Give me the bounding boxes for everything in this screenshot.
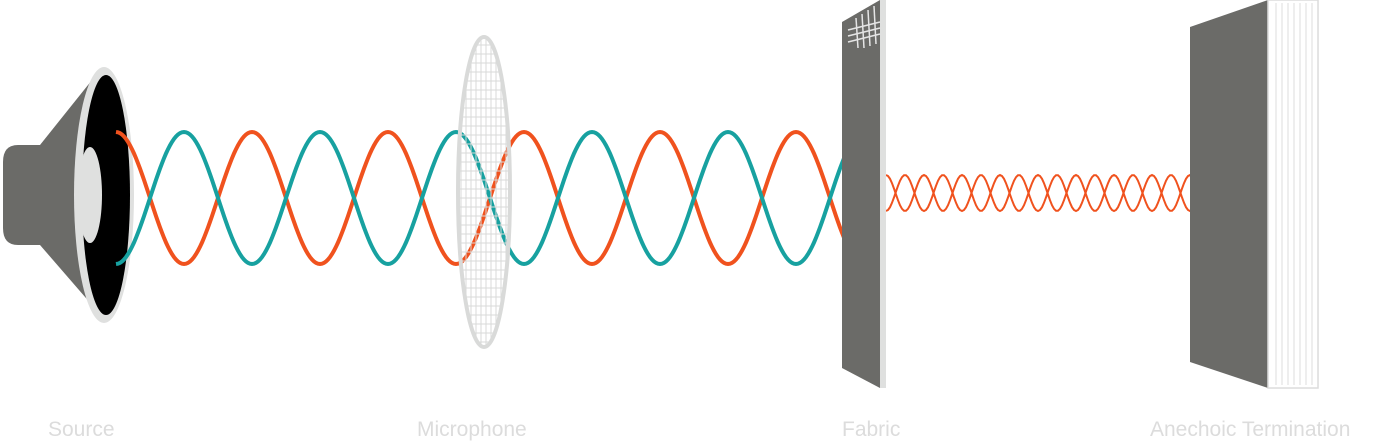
fabric-weave-icon	[847, 5, 881, 49]
waves	[115, 129, 1227, 267]
speaker	[3, 67, 134, 323]
anechoic-termination-label: Anechoic Termination	[1150, 418, 1351, 441]
microphone-mesh	[458, 37, 510, 347]
absorber-layers	[1275, 3, 1313, 385]
fabric-face	[842, 0, 880, 388]
source-label: Source	[48, 418, 115, 441]
transmitted-wave-b	[885, 174, 1227, 213]
anechoic-termination	[1190, 0, 1319, 389]
anechoic-face	[1190, 0, 1268, 388]
microphone-ring	[456, 35, 512, 349]
reflected-wave	[115, 129, 880, 267]
fabric-edge	[880, 0, 886, 388]
incident-wave	[115, 129, 880, 267]
speaker-magnet	[3, 145, 50, 245]
transmitted-wave-a	[885, 173, 1227, 212]
microphone-label: Microphone	[417, 418, 527, 441]
speaker-dust-cap	[78, 147, 102, 243]
fabric-panel	[842, 0, 886, 388]
speaker-cone	[82, 75, 130, 315]
fabric-label: Fabric	[842, 418, 901, 441]
microphone	[456, 35, 512, 349]
